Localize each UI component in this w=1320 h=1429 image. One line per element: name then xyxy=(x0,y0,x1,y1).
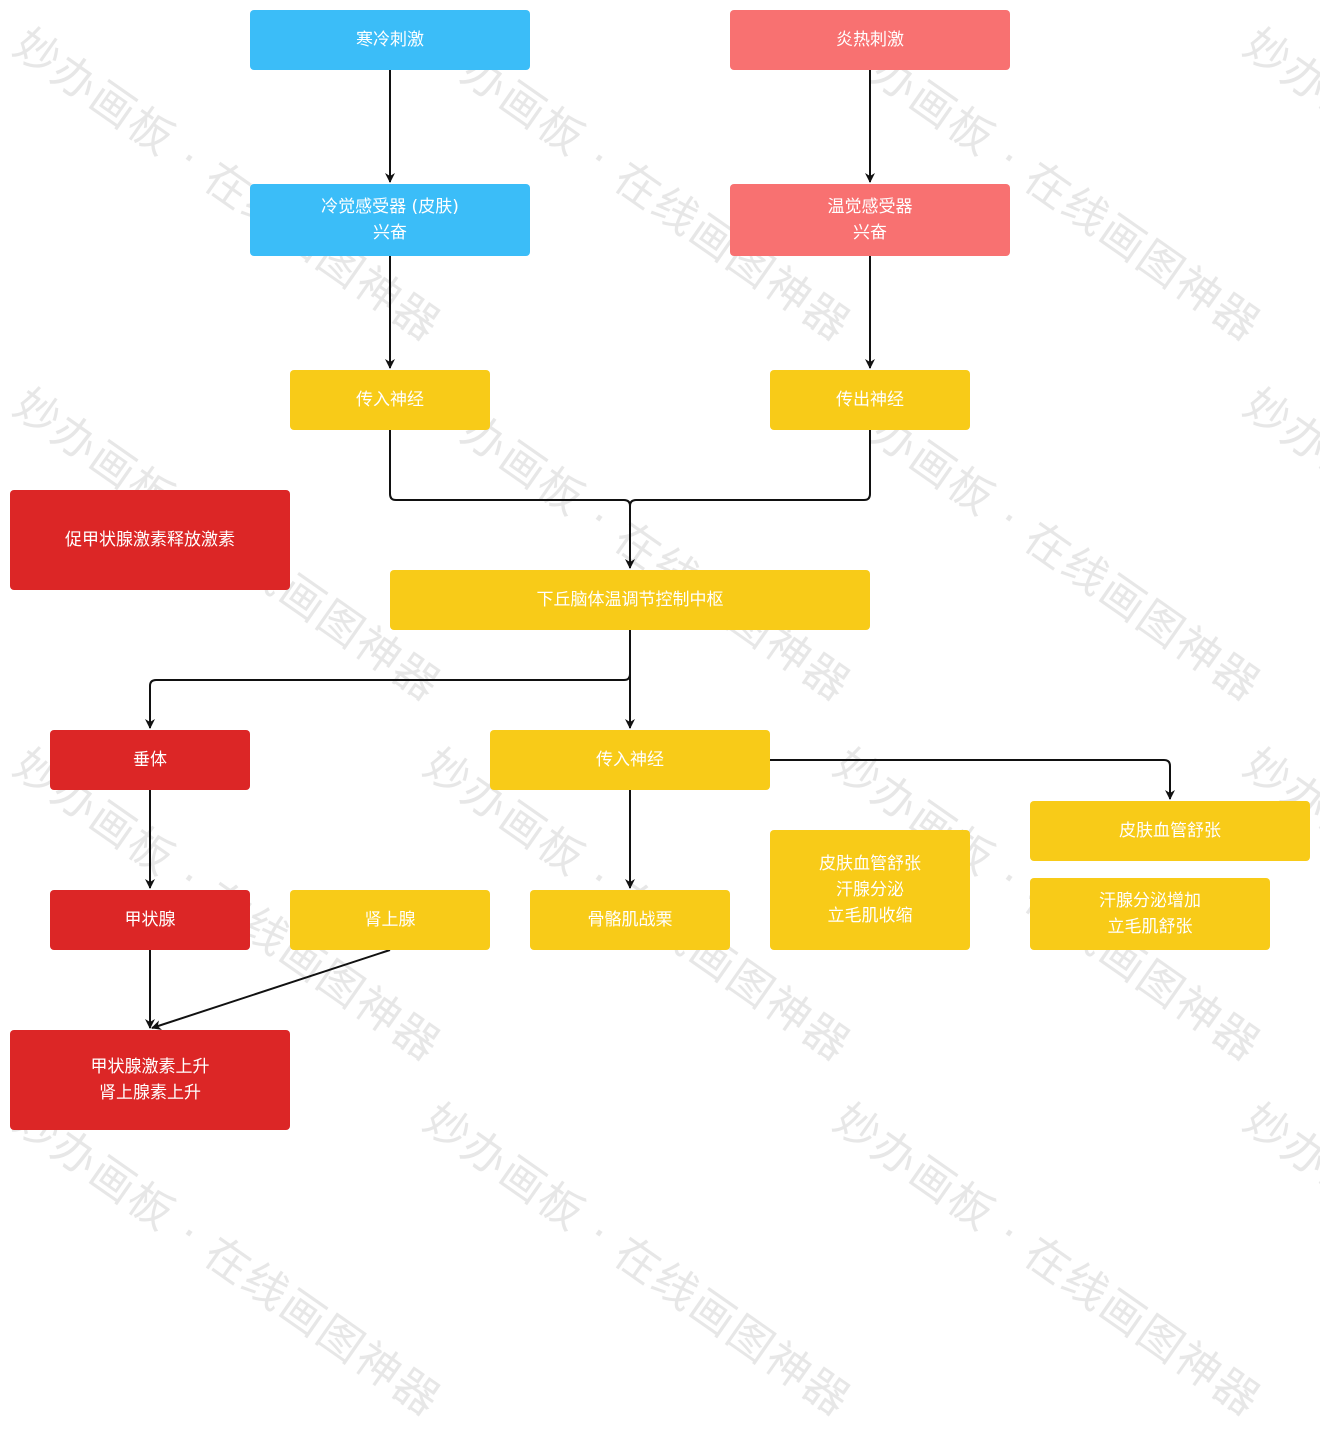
node-afferent-nerve-mid: 传入神经 xyxy=(490,730,770,790)
arrow-hypothalamus-to-pituitary xyxy=(145,630,631,729)
node-adrenal: 肾上腺 xyxy=(290,890,490,950)
node-pituitary: 垂体 xyxy=(50,730,250,790)
arrow-right-nerve-to-hypothalamus xyxy=(629,430,871,507)
node-hot-stimulus: 炎热刺激 xyxy=(730,10,1010,70)
arrow-left-nerve-to-hypothalamus xyxy=(389,430,635,569)
node-multi-response: 皮肤血管舒张 汗腺分泌 立毛肌收缩 xyxy=(770,830,970,950)
node-trh: 促甲状腺激素释放激素 xyxy=(10,490,290,590)
connector-layer xyxy=(145,70,1175,1030)
node-afferent-nerve-left: 传入神经 xyxy=(290,370,490,430)
arrow-adrenal-to-hormones xyxy=(151,949,391,1030)
node-warm-receptor: 温觉感受器 兴奋 xyxy=(730,184,1010,256)
node-hormones-up: 甲状腺激素上升 肾上腺素上升 xyxy=(10,1030,290,1130)
node-hypothalamus: 下丘脑体温调节控制中枢 xyxy=(390,570,870,630)
node-sweat-increase: 汗腺分泌增加 立毛肌舒张 xyxy=(1030,878,1270,950)
node-cold-stimulus: 寒冷刺激 xyxy=(250,10,530,70)
node-cold-receptor: 冷觉感受器 (皮肤) 兴奋 xyxy=(250,184,530,256)
arrow-mid-nerve-to-skin-dilate xyxy=(770,759,1175,800)
node-skin-vessel-dilate: 皮肤血管舒张 xyxy=(1030,801,1310,861)
node-efferent-nerve-right: 传出神经 xyxy=(770,370,970,430)
node-thyroid: 甲状腺 xyxy=(50,890,250,950)
node-muscle-shiver: 骨骼肌战栗 xyxy=(530,890,730,950)
